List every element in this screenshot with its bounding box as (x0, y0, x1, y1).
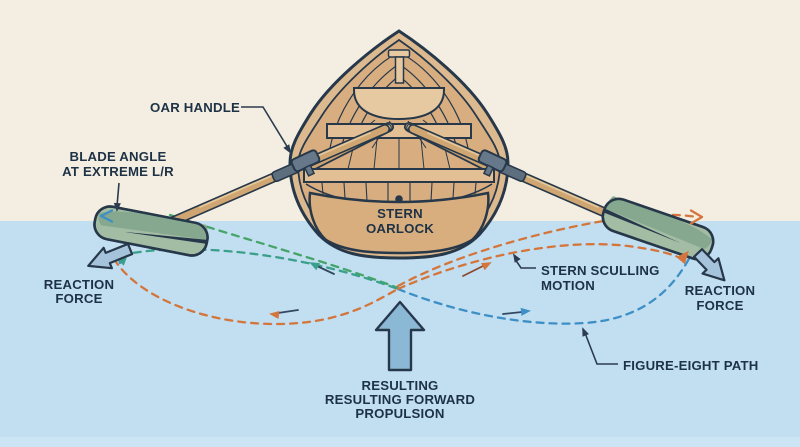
right-oar-blade (601, 196, 715, 261)
propulsion-label-line1: RESULTING (361, 378, 438, 393)
oars (155, 124, 643, 232)
orange-path-left-loop (112, 257, 400, 326)
blade-angle-pointer (116, 182, 120, 207)
motion-arrow-upper-right (462, 262, 492, 277)
figure-eight-pointer (584, 332, 618, 365)
orange-lower-arrowhead (676, 250, 689, 265)
stem-post (387, 49, 411, 84)
bow-seat-bowl (353, 87, 445, 121)
propulsion-arrow (374, 300, 426, 372)
motion-arrow-lower-left (269, 309, 299, 319)
stern-oarlock-label-line2: OARLOCK (366, 221, 434, 236)
stern-oarlock-label-line1: STERN (377, 206, 423, 221)
motion-arrow-upper-left (309, 262, 335, 275)
stern-sculling-pointer (514, 258, 536, 269)
water-bottom-glow (0, 437, 800, 447)
blade-angle-label-line1: BLADE ANGLE (70, 149, 167, 164)
motion-arrows (269, 262, 531, 319)
reaction-arrow-left (87, 242, 134, 270)
teal-path-segment (119, 248, 400, 291)
reaction-force-right-line2: FORCE (696, 298, 743, 313)
left-oarlock (290, 149, 321, 177)
blade-angle-label-line2: AT EXTREME L/R (62, 164, 174, 179)
stern-sculling-label-line1: STERN SCULLING (541, 263, 660, 278)
text-labels: OAR HANDLE BLADE ANGLE AT EXTREME L/R RE… (44, 100, 759, 421)
blue-path-main (396, 247, 696, 325)
propulsion-label-line3: PROPULSION (355, 406, 444, 421)
orange-path-upper-right (396, 213, 699, 288)
thwart-seat (326, 123, 472, 139)
orange-upper-arrowhead (689, 209, 704, 225)
reaction-force-left-line1: REACTION (44, 277, 114, 292)
motion-arrow-lower-right (502, 307, 531, 316)
blue-flip-arrowhead (99, 209, 114, 223)
stern-bench (303, 168, 495, 183)
left-blade-ridge (124, 231, 208, 244)
right-blade-ridge (603, 208, 681, 244)
boat: STERN OARLOCK (288, 29, 510, 260)
stern-sculling-label-line2: MOTION (541, 278, 595, 293)
reaction-force-right-line1: REACTION (685, 283, 755, 298)
left-oar-blade (93, 205, 209, 257)
reaction-force-left-line2: FORCE (55, 291, 102, 306)
orange-path-lower-right (396, 243, 680, 291)
oar-handle-label: OAR HANDLE (150, 100, 240, 115)
stern-oarlock-dot (395, 195, 403, 203)
right-oarlock (477, 149, 508, 177)
figure-eight-label: FIGURE-EIGHT PATH (623, 358, 759, 373)
reaction-arrow-right (692, 248, 726, 282)
propulsion-label-line2: RESULTING FORWARD (325, 392, 475, 407)
label-pointers (113, 106, 618, 365)
oar-handle-pointer (241, 106, 289, 149)
